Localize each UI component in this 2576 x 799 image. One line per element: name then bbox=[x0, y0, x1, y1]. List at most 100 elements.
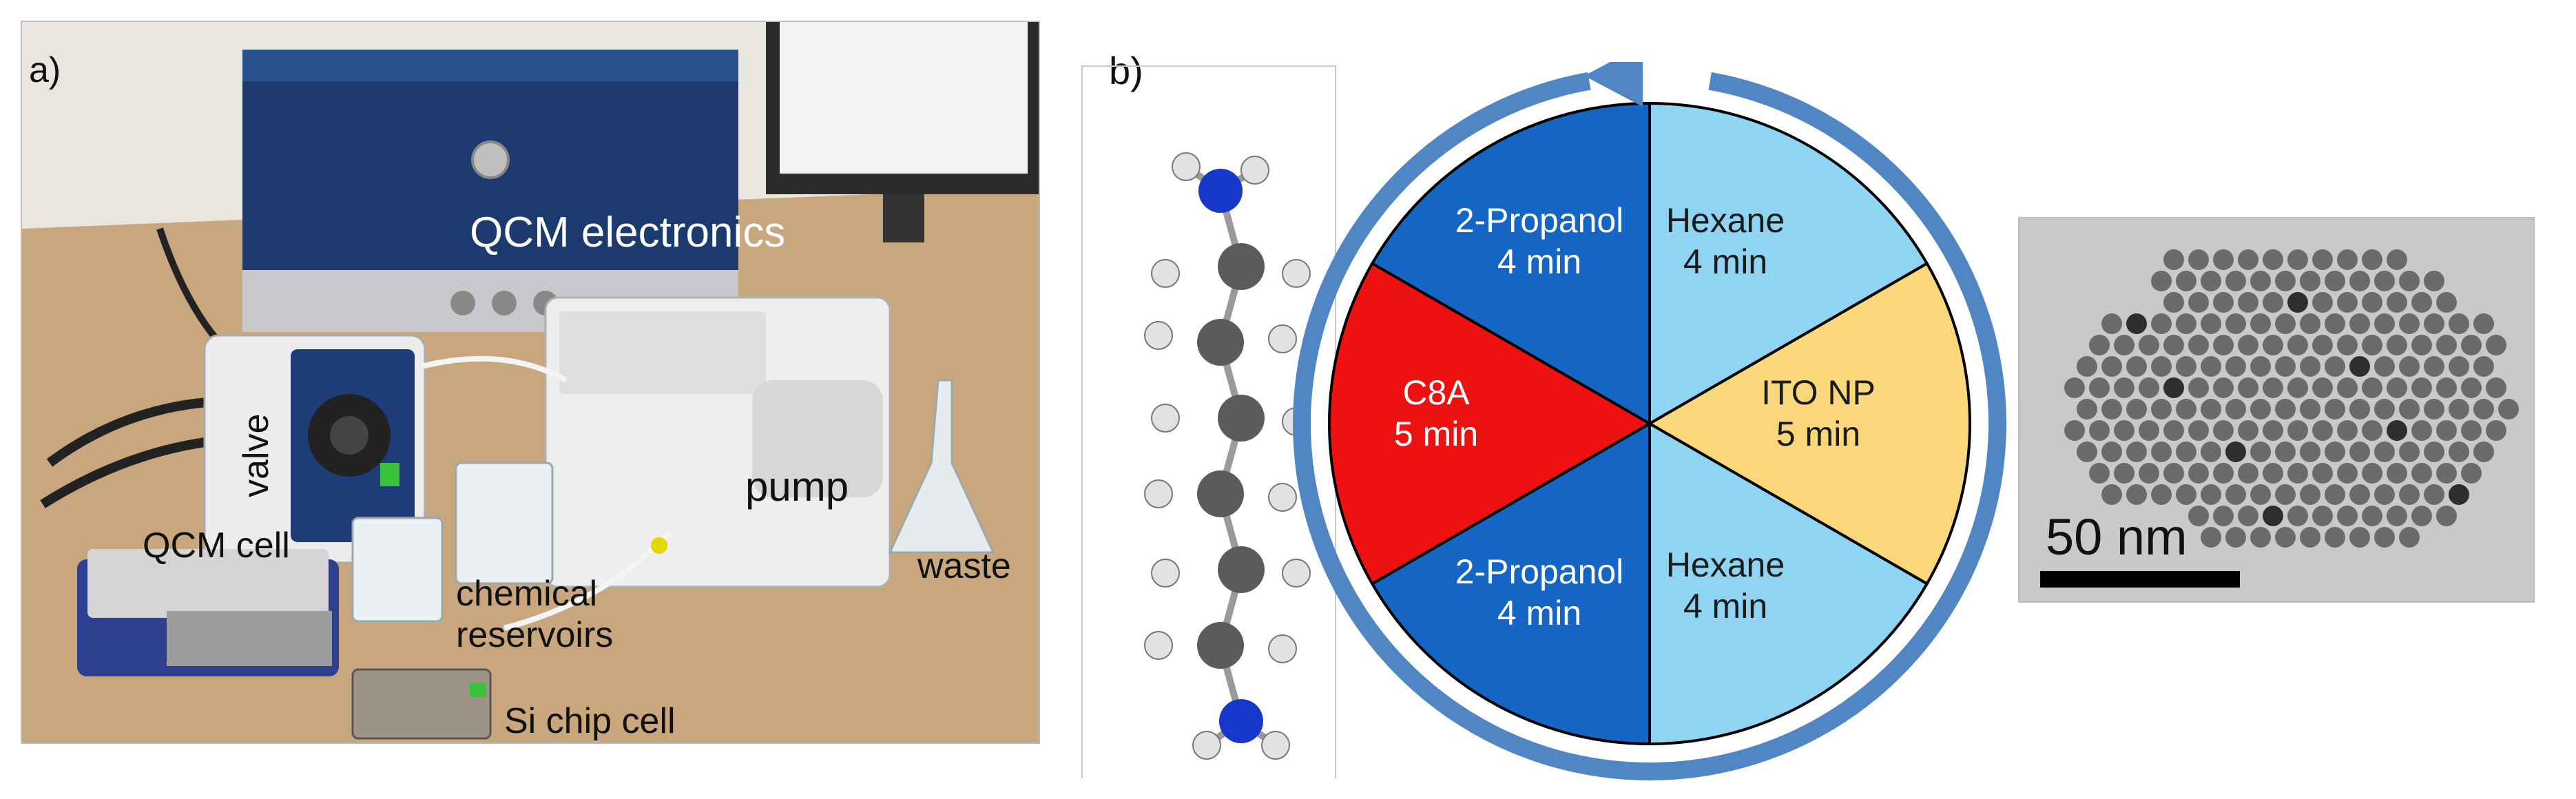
nanoparticle bbox=[2263, 506, 2283, 526]
nanoparticle bbox=[2349, 399, 2370, 419]
nanoparticle bbox=[2436, 506, 2457, 526]
nanoparticle bbox=[2486, 335, 2506, 355]
nanoparticle bbox=[2325, 442, 2345, 462]
nanoparticle bbox=[2374, 399, 2395, 419]
nanoparticle bbox=[2449, 399, 2469, 419]
step-5-time: 5 min bbox=[1393, 415, 1479, 453]
nanoparticle bbox=[2213, 463, 2234, 484]
nanoparticle bbox=[2163, 292, 2184, 313]
nanoparticle bbox=[2250, 356, 2271, 377]
nanoparticle bbox=[2201, 399, 2221, 419]
nanoparticle bbox=[2101, 356, 2122, 377]
nanoparticle bbox=[2101, 313, 2122, 334]
nanoparticle bbox=[2263, 463, 2283, 484]
nanoparticle bbox=[2436, 377, 2457, 398]
nanoparticle bbox=[2287, 292, 2308, 313]
nanoparticle bbox=[2287, 335, 2308, 355]
nanoparticle bbox=[2126, 356, 2147, 377]
label-waste: waste bbox=[917, 546, 1011, 586]
nanoparticle bbox=[2473, 313, 2494, 334]
nanoparticle bbox=[2300, 313, 2320, 334]
nanoparticle bbox=[2238, 292, 2258, 313]
nanoparticle bbox=[2089, 377, 2110, 398]
nanoparticle bbox=[2424, 442, 2444, 462]
nanoparticle bbox=[2337, 377, 2358, 398]
nanoparticle bbox=[2225, 527, 2246, 548]
nanoparticle bbox=[2411, 377, 2432, 398]
nanoparticle bbox=[2349, 484, 2370, 505]
nanoparticle bbox=[2473, 442, 2494, 462]
nanoparticle bbox=[2139, 463, 2159, 484]
panel-b-letter: b) bbox=[1109, 49, 1143, 92]
nanoparticle bbox=[2163, 463, 2184, 484]
nanoparticle bbox=[2411, 506, 2432, 526]
nanoparticle bbox=[2238, 506, 2258, 526]
nanoparticle bbox=[2374, 484, 2395, 505]
nanoparticle bbox=[2312, 249, 2333, 270]
nanoparticle bbox=[2077, 442, 2097, 462]
nanoparticle bbox=[2325, 527, 2345, 548]
nanoparticle bbox=[2126, 484, 2147, 505]
nanoparticle bbox=[2089, 420, 2110, 441]
nanoparticle bbox=[2337, 463, 2358, 484]
nanoparticle bbox=[2126, 442, 2147, 462]
nanoparticle bbox=[2101, 399, 2122, 419]
label-chemical: chemical bbox=[456, 574, 598, 614]
step-5-solvent: C8A bbox=[1402, 373, 1470, 412]
step-label-2: ITO NP 5 min bbox=[1715, 372, 1922, 455]
nanoparticle bbox=[2213, 249, 2234, 270]
nanoparticle bbox=[2287, 463, 2308, 484]
wheel-sector-5 bbox=[1328, 261, 1653, 586]
nanoparticle bbox=[2362, 377, 2382, 398]
nanoparticle bbox=[2176, 442, 2196, 462]
nanoparticle bbox=[2089, 463, 2110, 484]
nanoparticle bbox=[2263, 249, 2283, 270]
nanoparticle bbox=[2312, 292, 2333, 313]
nanoparticle bbox=[2275, 271, 2296, 291]
nanoparticle bbox=[2461, 335, 2482, 355]
nanoparticle bbox=[2250, 527, 2271, 548]
nanoparticle bbox=[2176, 313, 2196, 334]
step-4-time: 4 min bbox=[1497, 594, 1582, 632]
nanoparticle bbox=[2213, 335, 2234, 355]
nanoparticle bbox=[2436, 420, 2457, 441]
nanoparticle bbox=[2151, 313, 2172, 334]
nanoparticle bbox=[2151, 356, 2172, 377]
nanoparticle bbox=[2275, 399, 2296, 419]
setup-photo: a) QCM electronics valve pump waste QCM … bbox=[21, 21, 1040, 744]
nanoparticle bbox=[2473, 399, 2494, 419]
nanoparticle bbox=[2151, 442, 2172, 462]
nanoparticle bbox=[2387, 292, 2407, 313]
label-pump: pump bbox=[745, 464, 849, 510]
nanoparticle bbox=[2201, 271, 2221, 291]
cycle-arrowhead-icon bbox=[1584, 62, 1643, 107]
nanoparticle bbox=[2275, 313, 2296, 334]
nanoparticle bbox=[2275, 356, 2296, 377]
step-label-0: 2-Propanol 4 min bbox=[1436, 200, 1643, 282]
nanoparticle bbox=[2188, 335, 2209, 355]
nanoparticle bbox=[2312, 420, 2333, 441]
nanoparticle bbox=[2473, 356, 2494, 377]
nanoparticle bbox=[2238, 335, 2258, 355]
wheel-sector-2 bbox=[1646, 261, 1971, 586]
nanoparticle bbox=[2201, 313, 2221, 334]
nanoparticle bbox=[2374, 527, 2395, 548]
step-4-solvent: 2-Propanol bbox=[1455, 552, 1624, 591]
nanoparticle bbox=[2349, 356, 2370, 377]
nanoparticle bbox=[2337, 335, 2358, 355]
nanoparticle bbox=[2188, 377, 2209, 398]
nanoparticle bbox=[2213, 377, 2234, 398]
scale-bar-label: 50 nm bbox=[2046, 508, 2188, 565]
nanoparticle bbox=[2325, 356, 2345, 377]
nanoparticle bbox=[2176, 399, 2196, 419]
nanoparticle bbox=[2263, 292, 2283, 313]
cycle-arrow bbox=[1293, 72, 2006, 780]
nanoparticle bbox=[2163, 420, 2184, 441]
tem-image: 50 nm bbox=[2018, 217, 2535, 603]
nanoparticle bbox=[2275, 442, 2296, 462]
wheel-sector-4 bbox=[1370, 421, 1651, 746]
nanoparticle bbox=[2287, 249, 2308, 270]
nanoparticle bbox=[2263, 377, 2283, 398]
nanoparticle bbox=[2312, 506, 2333, 526]
nanoparticle bbox=[2201, 484, 2221, 505]
